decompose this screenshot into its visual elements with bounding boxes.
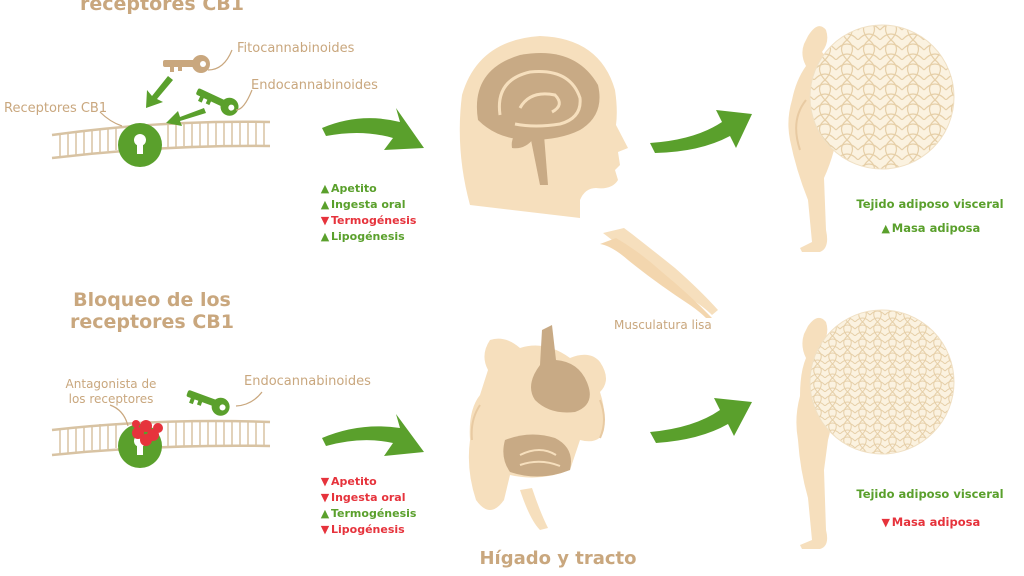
outcome-effect: ▼Masa adiposa <box>881 515 981 529</box>
effect-row: ▼Apetito <box>320 475 377 488</box>
bottom-outcome: Tejido adiposo visceral ▼Masa adiposa <box>835 486 1024 531</box>
cell-membrane-top <box>51 120 271 160</box>
endocannabinoids-label: Endocannabinoides <box>244 374 371 389</box>
phytocannabinoids-label: Fitocannabinoides <box>237 41 355 56</box>
smooth-muscle-icon <box>600 228 718 318</box>
bottom-heading: Bloqueo de los receptores CB1 <box>70 289 234 333</box>
cb1-receptors-label: Receptores CB1 <box>4 101 108 116</box>
bottom-effects-list: ▼Apetito ▼Ingesta oral ▲Termogénesis ▼Li… <box>319 474 417 538</box>
label-connector <box>109 391 263 427</box>
outcome-title: Tejido adiposo visceral <box>856 197 1004 211</box>
flow-arrow-icon <box>322 108 424 150</box>
liver-digestive-tract-icon <box>468 325 606 530</box>
effect-row: ▲Termogénesis <box>320 507 417 520</box>
antagonist-label: Antagonista de los receptores <box>65 377 157 406</box>
blocked-cb1-receptor-icon <box>118 420 163 468</box>
flow-arrow-icon <box>322 414 424 456</box>
cell-membrane-bottom <box>51 419 271 457</box>
effect-row: ▼Termogénesis <box>320 214 417 227</box>
endocannabinoid-key-icon <box>186 390 230 416</box>
effect-row: ▲Lipogénesis <box>320 230 405 243</box>
label-connector <box>99 49 253 127</box>
adipose-tissue-circle <box>809 309 955 455</box>
binding-arrow-icon <box>146 76 206 126</box>
adipose-tissue-circle <box>809 24 955 170</box>
cb1-receptor-icon <box>118 123 162 167</box>
outcome-title: Tejido adiposo visceral <box>856 487 1004 501</box>
head-brain-icon <box>459 36 628 218</box>
endocannabinoid-key-icon <box>196 88 239 116</box>
effect-row: ▼Lipogénesis <box>320 523 405 536</box>
effect-row: ▲Ingesta oral <box>320 198 406 211</box>
top-effects-list: ▲Apetito ▲Ingesta oral ▼Termogénesis ▲Li… <box>319 181 417 245</box>
endocannabinoids-label: Endocannabinoides <box>251 78 378 93</box>
outcome-effect: ▲Masa adiposa <box>881 221 981 235</box>
top-heading: receptores CB1 <box>80 0 244 15</box>
smooth-muscle-label: Musculatura lisa <box>614 318 712 332</box>
flow-arrow-icon <box>650 398 752 443</box>
flow-arrow-icon <box>650 110 752 153</box>
phytocannabinoid-key-icon <box>163 55 210 73</box>
effect-row: ▼Ingesta oral <box>320 491 406 504</box>
effect-row: ▲Apetito <box>320 182 377 195</box>
liver-tract-label: Hígado y tracto <box>479 548 637 569</box>
top-outcome: Tejido adiposo visceral ▲Masa adiposa <box>835 196 1024 237</box>
